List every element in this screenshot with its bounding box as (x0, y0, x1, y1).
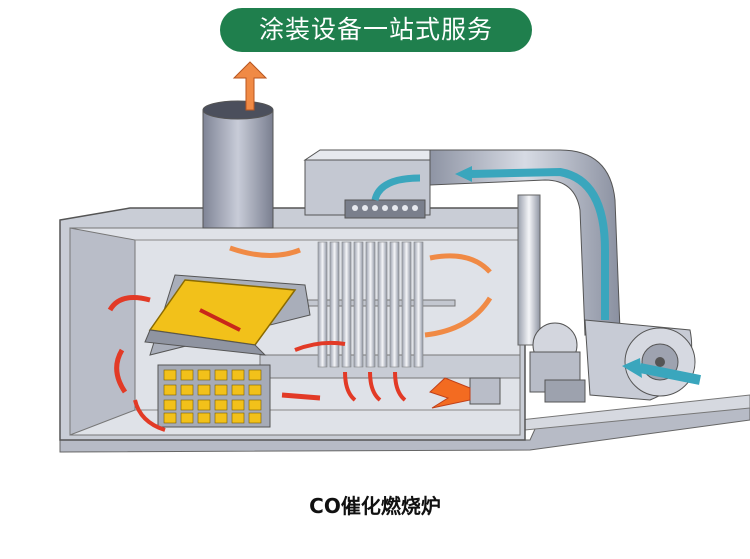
heat-exchanger-tubes (317, 241, 424, 368)
co-catalytic-oxidizer-diagram (59, 61, 750, 453)
inlet-box (303, 149, 447, 219)
duct-flow-arrow-icon (469, 167, 609, 320)
airflow-arrows (107, 61, 701, 432)
exhaust-arrow-icon (232, 61, 268, 111)
title-banner: 涂装设备一站式服务 (220, 8, 532, 52)
exhaust-stack (202, 100, 274, 229)
catalyst-bed (144, 274, 311, 356)
pump-motor (529, 322, 586, 403)
diagram-caption: CO催化燃烧炉 (309, 494, 441, 518)
burner (429, 377, 501, 409)
preheater-grid (157, 364, 271, 428)
inlet-arrow-icon (639, 363, 701, 385)
furnace-housing (59, 207, 526, 441)
